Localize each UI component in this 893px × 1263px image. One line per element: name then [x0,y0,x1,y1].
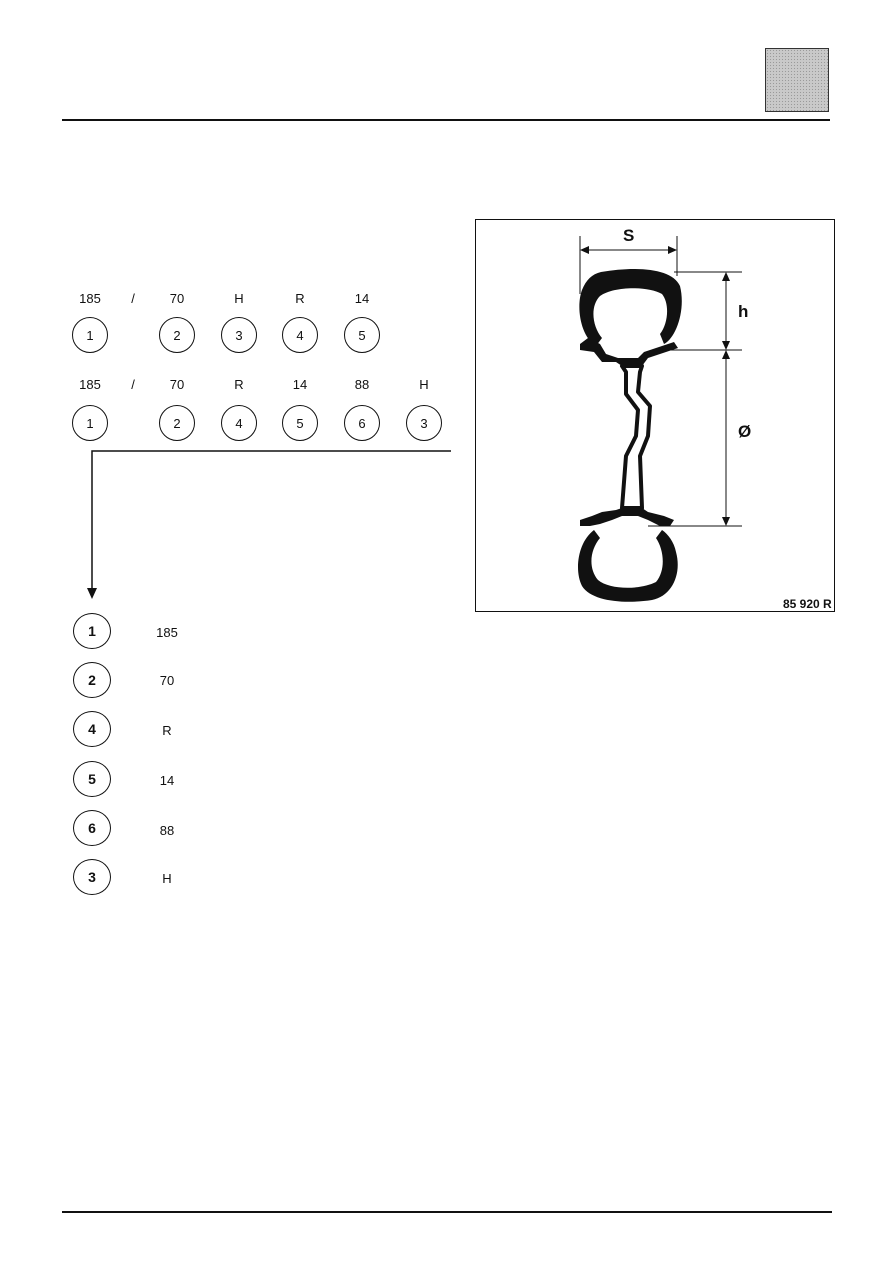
legend-callout-6: 6 [73,810,111,846]
legend-value-4: R [162,723,172,738]
legend-value-2: 70 [159,673,175,688]
row1-callout-1: 1 [72,317,108,353]
legend-value-3: H [162,871,172,886]
row2-label-ratio: 70 [169,377,185,392]
row1-label-width: 185 [79,291,101,306]
legend-callout-3: 3 [73,859,111,895]
footer-rule [62,1211,832,1213]
row2-label-rim: 14 [292,377,308,392]
row1-callout-4: 4 [282,317,318,353]
row1-label-rim: 14 [354,291,370,306]
row2-label-structure: R [234,377,244,392]
row2-callout-3: 3 [406,405,442,441]
row2-callout-2: 2 [159,405,195,441]
row2-label-load: 88 [354,377,370,392]
row1-label-ratio: 70 [169,291,185,306]
row1-callout-5: 5 [344,317,380,353]
tyre-section-figure: S h Ø [475,219,835,612]
section-tab-box [765,48,829,112]
row1-callout-3: 3 [221,317,257,353]
dimension-label-width: S [623,226,635,245]
dimension-label-height: h [738,302,749,321]
header-rule [62,119,830,121]
row1-label-structure: R [295,291,305,306]
row2-label-speed: H [419,377,429,392]
dimension-label-diameter: Ø [738,422,752,441]
legend-value-6: 88 [159,823,175,838]
legend-value-5: 14 [159,773,175,788]
legend-value-1: 185 [156,625,178,640]
legend-callout-2: 2 [73,662,111,698]
tyre-cross-section-drawing [578,236,742,602]
row2-callout-6: 6 [344,405,380,441]
row2-callout-5: 5 [282,405,318,441]
row2-label-slash: / [131,377,135,392]
figure-reference-code: 85 920 R [783,597,832,611]
row2-callout-1: 1 [72,405,108,441]
legend-connector-arrow [87,450,451,599]
row1-label-slash: / [131,291,135,306]
row2-label-width: 185 [79,377,101,392]
row1-callout-2: 2 [159,317,195,353]
legend-callout-5: 5 [73,761,111,797]
row1-label-speed: H [234,291,244,306]
legend-callout-1: 1 [73,613,111,649]
legend-callout-4: 4 [73,711,111,747]
row2-callout-4: 4 [221,405,257,441]
